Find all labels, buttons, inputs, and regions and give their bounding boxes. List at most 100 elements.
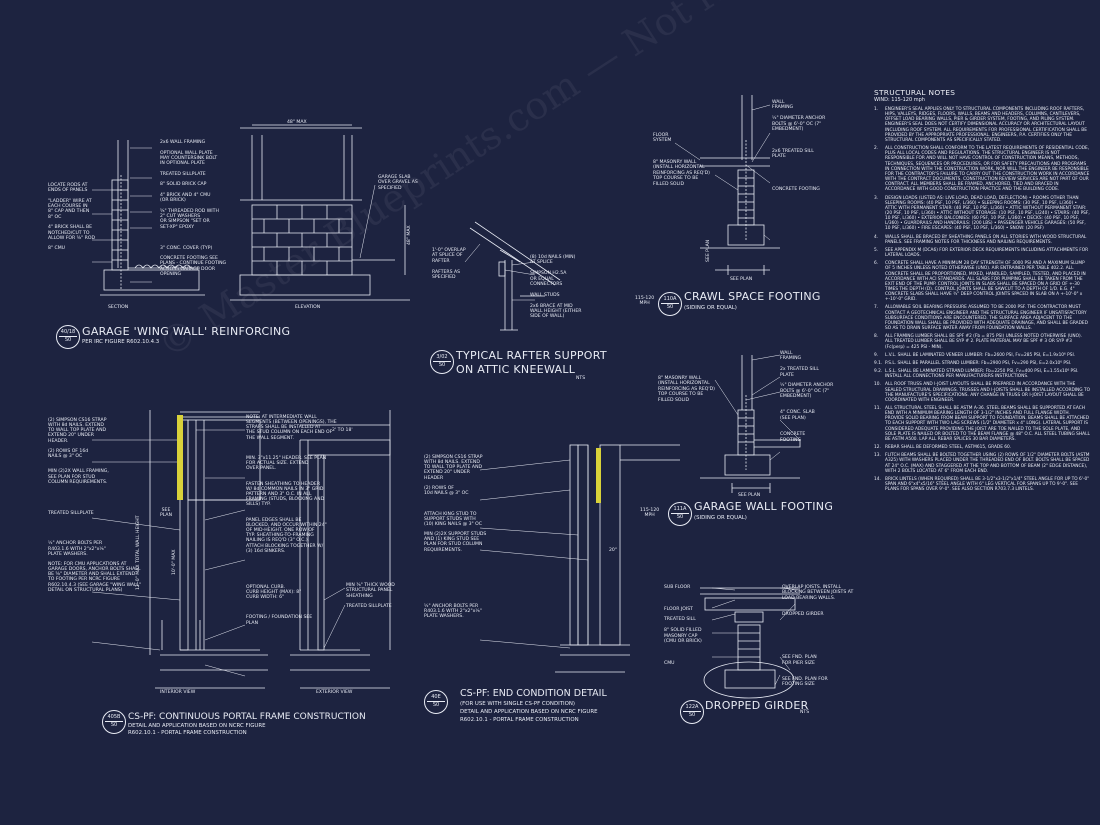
girder-note-line: SEE FND. PLAN FOR — [782, 676, 828, 682]
portal-note-line: HEADER. — [48, 438, 69, 444]
crawl-note-line: FILLED SOLID — [653, 181, 684, 187]
wing-wall-note-line: OPTIONAL WALL PLATE — [160, 150, 213, 156]
garage-wall-note-line: FRAMING — [780, 356, 802, 362]
structural-note-item: 6.CONCRETE SHALL HAVE A MINIMUM 28 DAY S… — [874, 261, 1090, 302]
end-condition-note-line: HEADER — [424, 475, 444, 481]
girder-note-line: DROPPED GIRDER — [782, 612, 824, 618]
wing-wall-note-line: SPECIFIED — [378, 185, 402, 191]
wing-wall-note-line: MAY COUNTERSINK BOLT — [160, 155, 218, 161]
portal-note-line: ½" ANCHOR BOLTS PER — [48, 541, 103, 547]
portal-note-line: CURB HEIGHT (MAX): 8" — [246, 589, 302, 595]
portal-note-line: BE ⅝" DIAMETER AND SHALL EXTEND — [48, 572, 136, 578]
portal-note-line: NOTE: AT INTERMEDIATE WALL — [246, 415, 317, 420]
portal-frame-exterior — [290, 410, 391, 689]
rafter-note-line: AT SPLICE OF — [432, 253, 463, 259]
wing-wall-note-line: EACH COURSE IN — [48, 204, 88, 210]
rafter-note-line: SPECIFIED — [432, 275, 456, 281]
portal-note-line: TYP. SHEATHING-TO-FRAMING — [246, 533, 314, 539]
structural-note-text: REBAR SHALL BE DEFORMED STEEL, ASTM615, … — [885, 445, 1012, 451]
portal-note-line: NAILS @ 3" OC — [48, 453, 83, 459]
wing-wall-note-line: GARAGE SLAB — [378, 175, 411, 180]
structural-note-item: 9.2.L.S.L. SHALL BE LAMINATED STRAND LUM… — [874, 369, 1090, 379]
structural-note-item: 12.REBAR SHALL BE DEFORMED STEEL, ASTM61… — [874, 445, 1090, 450]
structural-note-number: 6. — [874, 261, 879, 267]
structural-note-text: ALLOWABLE SOIL BEARING PRESSURE ASSUMED … — [885, 305, 1088, 332]
crawl-title: CRAWL SPACE FOOTING — [684, 290, 821, 303]
girder-note-line: MASONRY CAP — [664, 633, 698, 639]
portal-note-line: SHEATHING — [346, 593, 373, 599]
portal-note-line: FASTEN SHEATHING TO HEADER — [246, 481, 321, 487]
portal-note-line: TREATED SILLPLATE — [346, 604, 392, 610]
end-condition-note-line: (2) ROWS OF — [424, 485, 454, 491]
structural-notes-list: 1. ENGINEER'S SEAL APPLIES ONLY TO STRUCT… — [874, 107, 1090, 492]
structural-note-number: 2. — [874, 146, 879, 152]
portal-note-line: THE STUD COLUMN ON EACH END OF — [246, 430, 333, 436]
structural-note-number: 1. — [874, 107, 879, 112]
garage-wall-wind-tag: 115-120 MPH — [640, 508, 660, 519]
portal-see-plan: SEE PLAN — [160, 508, 173, 519]
girder-note-line: FOR PIER SIZE — [782, 660, 815, 666]
wing-wall-title: GARAGE 'WING WALL' REINFORCING — [82, 325, 291, 338]
wing-wall-note-line: "LADDER" WIRE AT — [48, 198, 92, 204]
end-condition-note-line: SUPPORT STUDS WITH — [424, 516, 476, 522]
rafter-note-line: 1'-0" OVERLAP — [432, 248, 466, 253]
crawl-note-line: SYSTEM — [653, 138, 672, 144]
wing-wall-elevation-label: ELEVATION — [295, 305, 321, 310]
girder-note-line: BLOCKING BETWEEN JOISTS AT — [782, 590, 854, 596]
portal-note-line: PLAN — [246, 620, 259, 626]
rafter-title-line2: ON ATTIC KNEEWALL — [456, 363, 576, 376]
portal-title: CS-PF: CONTINUOUS PORTAL FRAME CONSTRUCT… — [128, 712, 366, 722]
wing-wall-note-line: (OR BRICK) — [160, 198, 186, 204]
structural-note-item: 5.SEE APPENDIX M (DCA6) FOR EXTERIOR DEC… — [874, 248, 1090, 258]
girder-note-line: FOOTING SIZE — [782, 682, 815, 688]
girder-note-line: (CMU OR BRICK) — [664, 639, 702, 645]
crawl-note-line: TOP COURSE TO BE — [653, 176, 699, 182]
wing-wall-note-line: 4" BRICK AND 4" CMU — [160, 192, 211, 198]
structural-note-item: 4.WALLS SHALL BE BRACED BY SHEATHING PAN… — [874, 235, 1090, 245]
portal-note-line: (3) 16d SINKERS. — [246, 548, 286, 554]
wing-wall-subtitle: PER IRC FIGURE R602.10.4.3 — [82, 339, 160, 345]
portal-note-line: NOTE: FOR CMU APPLICATIONS AT — [48, 561, 127, 567]
wing-wall-note-line: 3" CONC. COVER (TYP) — [160, 245, 213, 251]
rafter-note-line: CONNECTORS — [530, 282, 563, 288]
end-condition-note-line: MIN (2)2X SUPPORT STUDS — [424, 532, 487, 538]
crawl-note-line: EMBEDMENT) — [772, 127, 804, 133]
portal-note-line: GARAGE DOORS, ANCHOR BOLTS SHALL — [48, 567, 141, 573]
structural-note-text: ALL STRUCTURAL STEEL SHALL BE ASTM A-36.… — [885, 405, 1090, 442]
structural-note-text: L.V.L. SHALL BE LAMINATED VENEER LUMBER:… — [885, 352, 1076, 358]
structural-notes: STRUCTURAL NOTES WIND: 115-120 mph 1.ENG… — [874, 88, 1090, 495]
structural-note-number: 9.2. — [874, 369, 883, 375]
portal-note-line: EXTEND 20" UNDER — [48, 433, 94, 439]
end-condition-note-line: PLATE WASHERS. — [424, 614, 464, 620]
portal-note-line: OF MID-HEIGHT. ONE ROW OF — [246, 528, 315, 534]
dropped-girder-drawing — [700, 587, 800, 699]
portal-note-line: R602.10.4.3 (SEE GARAGE "WING WALL" — [48, 582, 142, 588]
portal-note-line: SILLS) TYP. — [246, 502, 271, 508]
garage-wall-note-line: ½" DIAMETER ANCHOR — [780, 383, 834, 389]
structural-note-number: 9. — [874, 352, 879, 358]
end-condition-note-line: ATTACH KING STUD TO — [424, 511, 477, 517]
portal-note-line: MIN. 3"x11.25" HEADER. SEE PLAN — [246, 456, 327, 462]
structural-note-item: 14.BRICK LINTELS (WHEN REQUIRED) SHALL B… — [874, 477, 1090, 492]
garage-wall-note-line: EMBEDMENT) — [780, 394, 812, 400]
end-condition-note-line: (10) KING NAILS @ 3" OC — [424, 521, 482, 527]
wing-wall-note-line: ENDS OF PANELS — [48, 188, 88, 194]
structural-note-item: 8.ALL FRAMING LUMBER SHALL BE SPF #2 (Fb… — [874, 334, 1090, 349]
end-condition-note-line: WITH 8d NAILS. EXTEND — [424, 460, 480, 466]
structural-notes-heading: STRUCTURAL NOTES — [874, 88, 956, 97]
wing-wall-note-line: TREATED SILLPLATE — [160, 171, 206, 177]
wing-wall-note-line: 4" BRICK SHALL BE — [48, 225, 93, 231]
rafter-note-line: WALL HEIGHT (EITHER — [530, 309, 582, 315]
structural-note-text: ENGINEER'S SEAL APPLIES ONLY TO STRUCTUR… — [885, 107, 1087, 143]
garage-wall-note-line: BOLTS @ 6'-0" OC (7" — [780, 388, 830, 394]
portal-note-line: WITH 8d NAILS. EXTEND — [48, 423, 104, 429]
portal-note-line: PLATE WASHERS. — [48, 551, 88, 557]
